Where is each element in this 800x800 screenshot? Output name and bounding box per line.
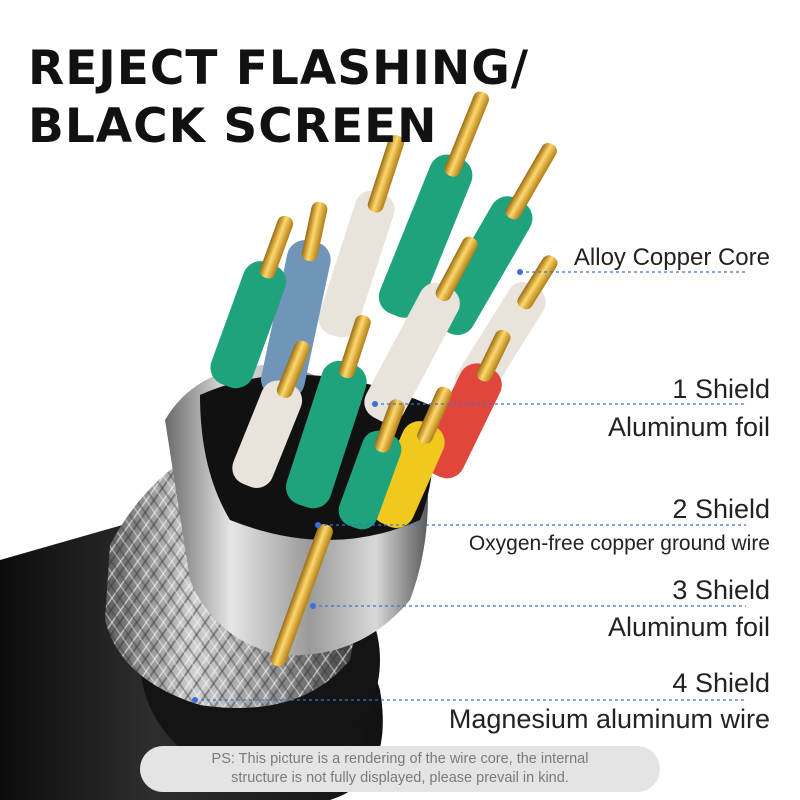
core-leader-dot	[517, 269, 523, 275]
shield3-leader-dot	[310, 603, 316, 609]
shield2-leader-dot	[315, 522, 321, 528]
disclaimer-note: PS: This picture is a rendering of the w…	[140, 746, 660, 792]
shield3-material: Aluminum foil	[607, 612, 770, 642]
leader-dots	[192, 269, 523, 703]
shield2-title: 2 Shield	[672, 494, 770, 524]
leader-lines	[195, 271, 746, 701]
disclaimer-line-2: structure is not fully displayed, please…	[231, 770, 569, 786]
shield1-material: Aluminum foil	[607, 412, 770, 442]
shield4-material: Magnesium aluminum wire	[448, 704, 770, 734]
inner-conductors	[210, 91, 558, 667]
shield2-material: Oxygen-free copper ground wire	[468, 532, 770, 555]
shield1-title: 1 Shield	[672, 374, 770, 404]
shield1-leader-dot	[372, 401, 378, 407]
core-label: Alloy Copper Core	[573, 244, 770, 271]
shield3-title: 3 Shield	[672, 575, 770, 605]
disclaimer-line-1: PS: This picture is a rendering of the w…	[211, 751, 589, 767]
shield4-title: 4 Shield	[672, 668, 770, 698]
shield4-leader-dot	[192, 697, 198, 703]
headline-line-1: REJECT FLASHING/	[28, 41, 529, 96]
headline: REJECT FLASHING/ BLACK SCREEN	[28, 40, 529, 156]
headline-line-2: BLACK SCREEN	[28, 99, 438, 154]
